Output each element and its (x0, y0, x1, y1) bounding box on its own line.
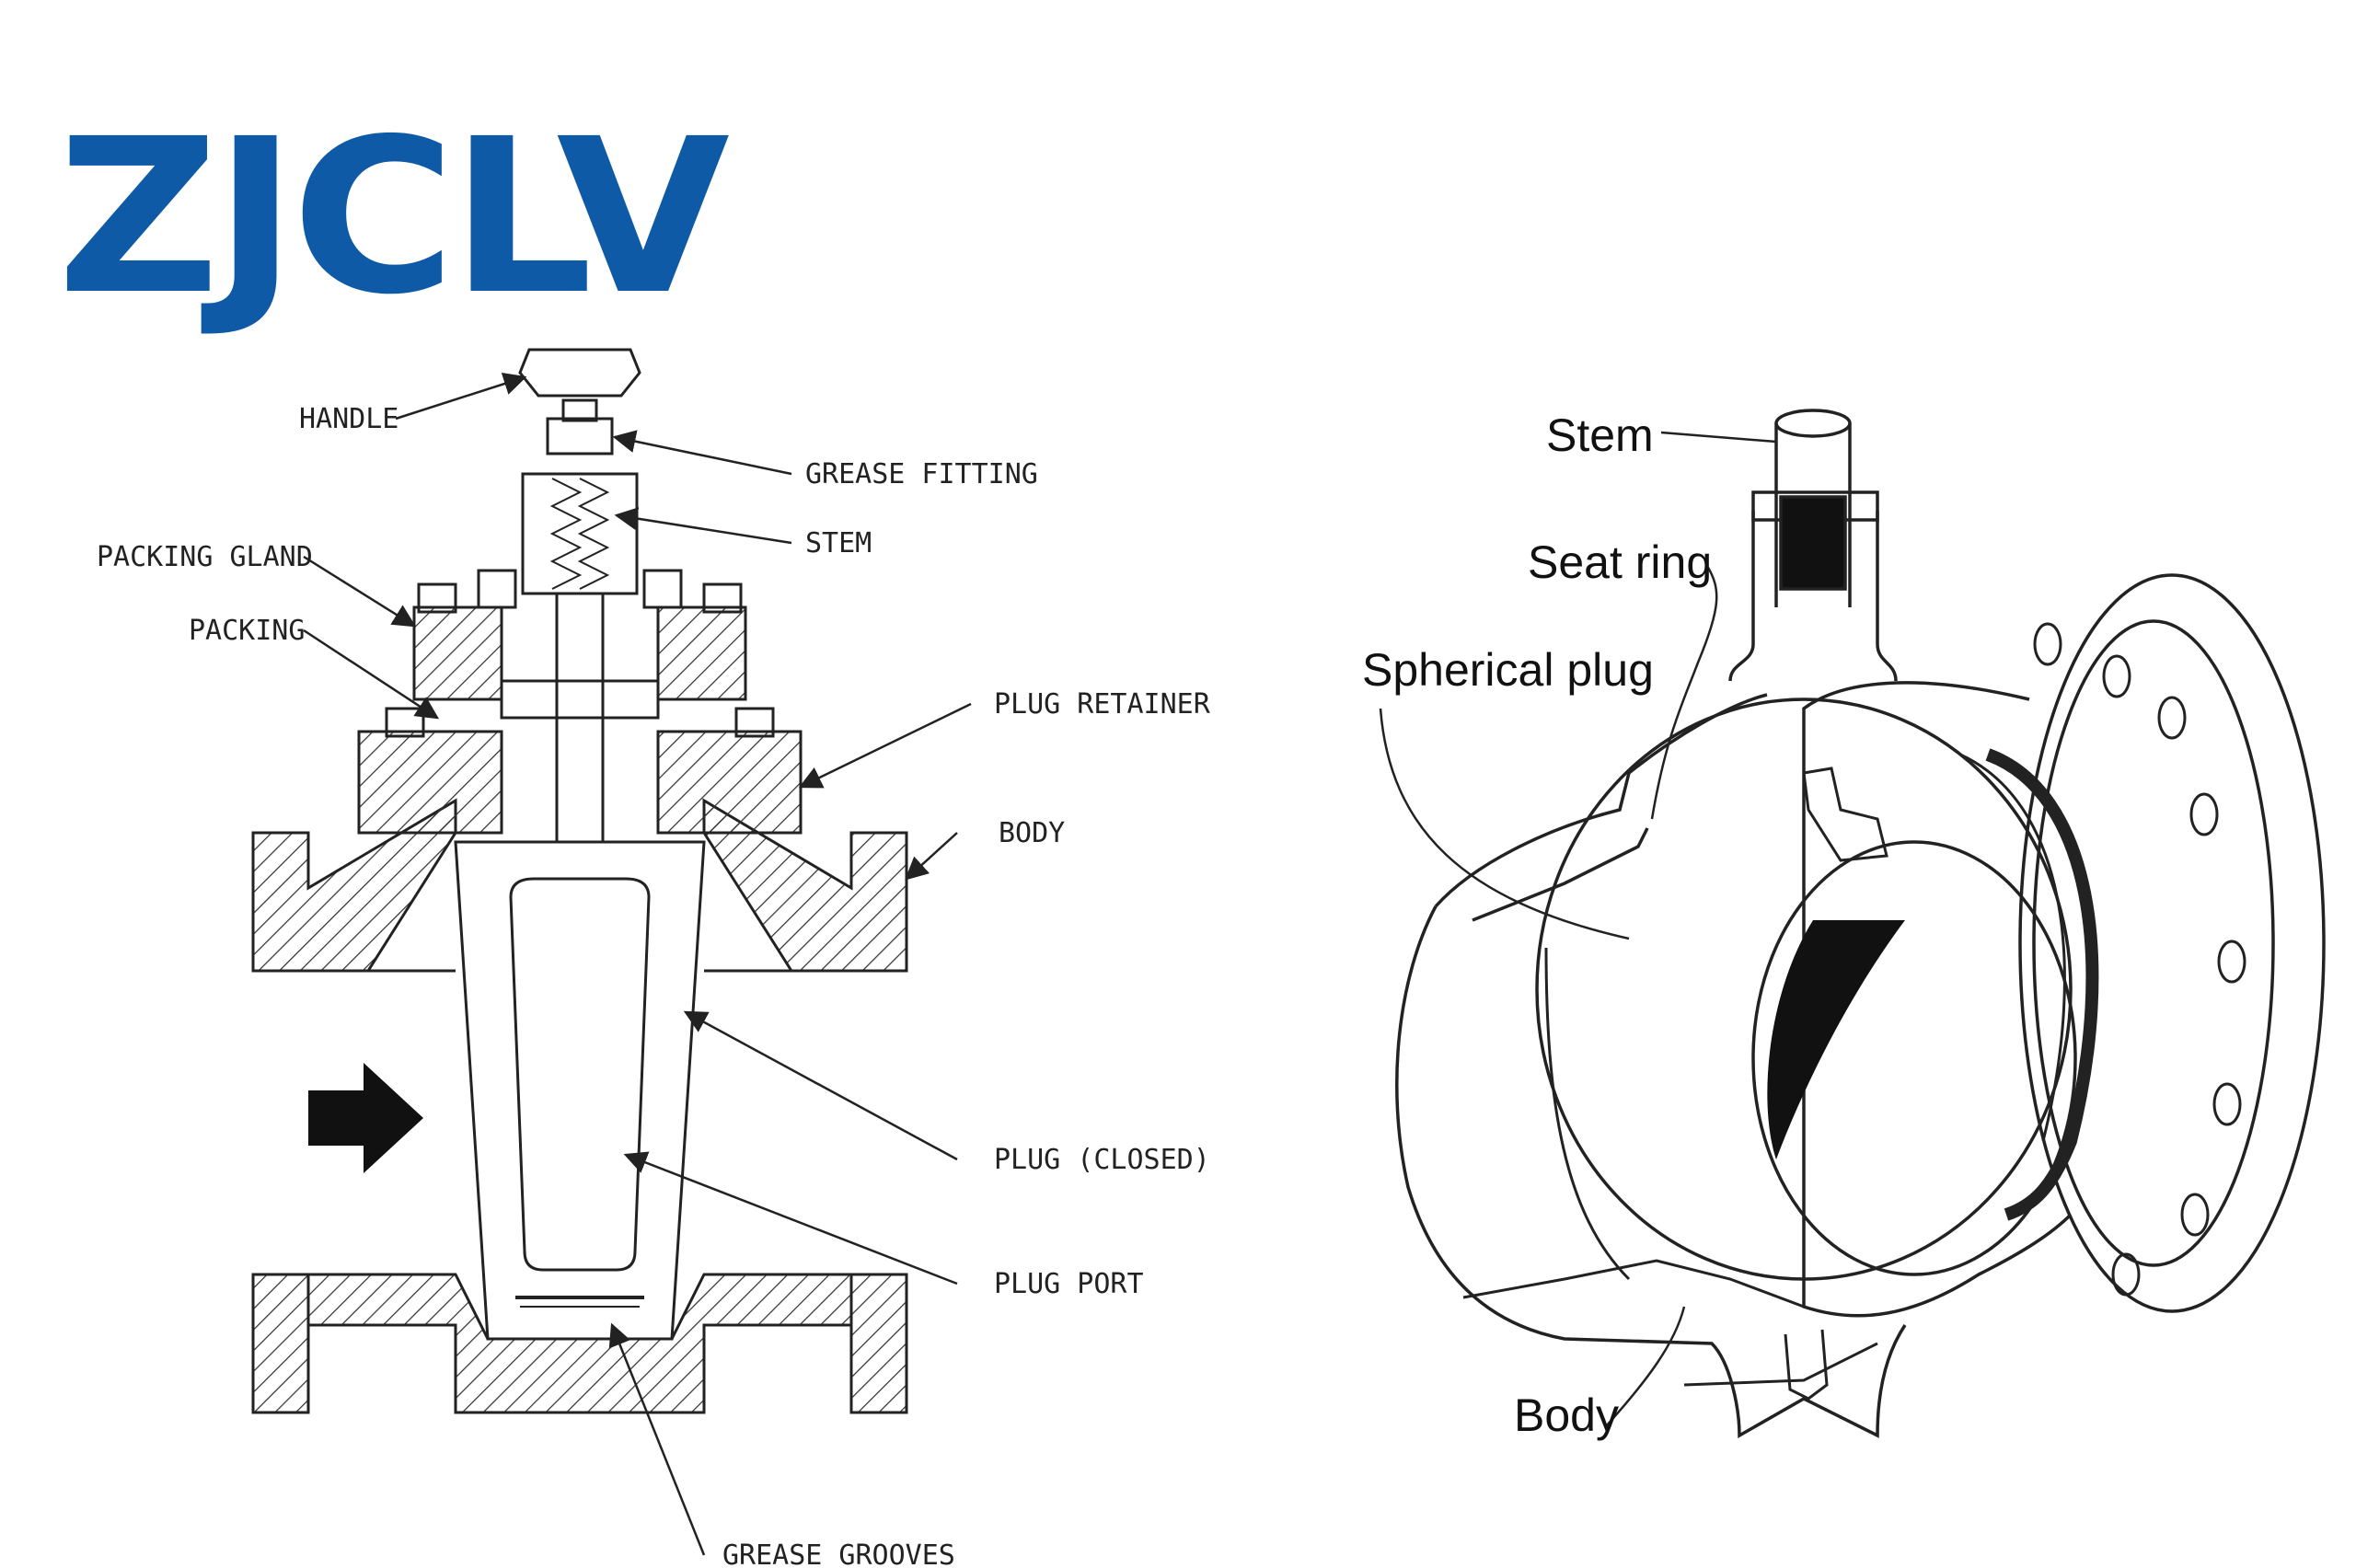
seat-ring (1985, 748, 2099, 1221)
bolt-holes (2033, 622, 2246, 1297)
label-body: BODY (999, 817, 1065, 849)
label-seat-ring: Seat ring (1528, 536, 1712, 588)
label-grease-grooves: GREASE GROOVES (722, 1539, 955, 1568)
label-handle: HANDLE (299, 403, 398, 435)
label-packing-gland: PACKING GLAND (97, 541, 313, 573)
label-spherical-plug: Spherical plug (1362, 644, 1654, 696)
label-stem: STEM (805, 527, 872, 559)
label-plug-retainer: PLUG RETAINER (994, 688, 1211, 721)
spherical-plug (1535, 698, 2073, 1281)
stem (1774, 423, 1852, 607)
label-ball-stem: Stem (1546, 409, 1654, 461)
company-logo: ZJCLV (57, 93, 730, 341)
plug (454, 840, 706, 1341)
flange (2018, 573, 2326, 1313)
label-plug-closed: PLUG (CLOSED) (994, 1144, 1210, 1176)
label-grease-fitting: GREASE FITTING (805, 458, 1038, 490)
flow-arrow (308, 1063, 423, 1173)
plug-port (509, 877, 651, 1272)
ball-valve-body (1802, 681, 2073, 1318)
label-plug-port: PLUG PORT (994, 1268, 1144, 1300)
label-ball-body: Body (1514, 1389, 1619, 1441)
ball-port (1751, 840, 2077, 1276)
plug-valve-diagram (251, 348, 972, 1556)
label-packing: PACKING (189, 615, 305, 647)
ball-valve-diagram (1379, 409, 2326, 1439)
